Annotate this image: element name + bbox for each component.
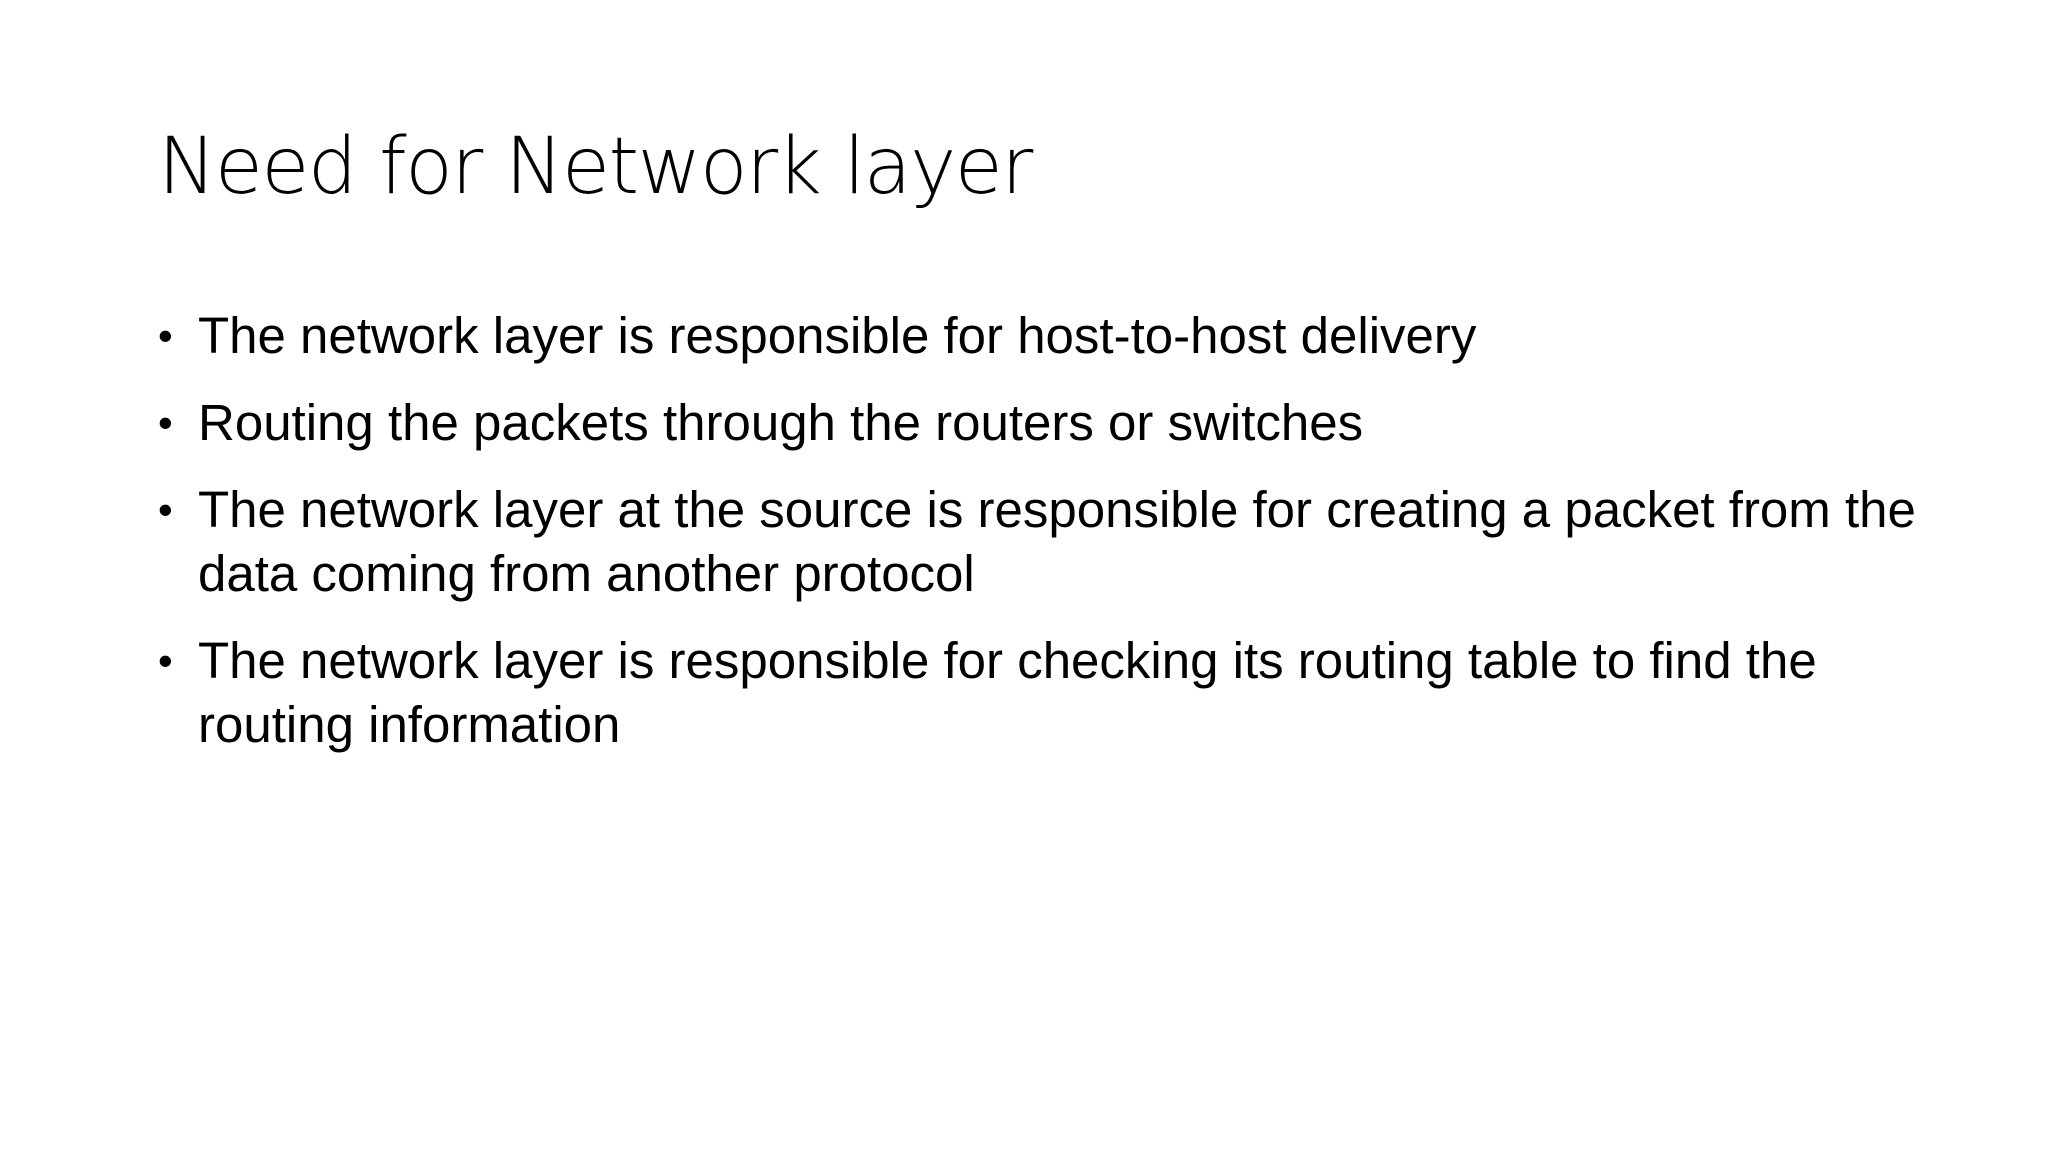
list-item: • The network layer is responsible for c… [158, 629, 1918, 757]
bullet-text: The network layer is responsible for hos… [198, 307, 1477, 364]
bullet-icon: • [158, 312, 173, 359]
bullet-text: The network layer at the source is respo… [198, 481, 1916, 602]
list-item: • The network layer is responsible for h… [158, 304, 1918, 368]
bullet-icon: • [158, 486, 173, 533]
slide-title: Need for Network layer [158, 122, 1033, 212]
bullet-list: • The network layer is responsible for h… [158, 304, 1918, 780]
list-item: • Routing the packets through the router… [158, 391, 1918, 455]
bullet-text: The network layer is responsible for che… [198, 632, 1817, 753]
list-item: • The network layer at the source is res… [158, 478, 1918, 606]
bullet-icon: • [158, 399, 173, 446]
bullet-text: Routing the packets through the routers … [198, 394, 1364, 451]
bullet-icon: • [158, 637, 173, 684]
